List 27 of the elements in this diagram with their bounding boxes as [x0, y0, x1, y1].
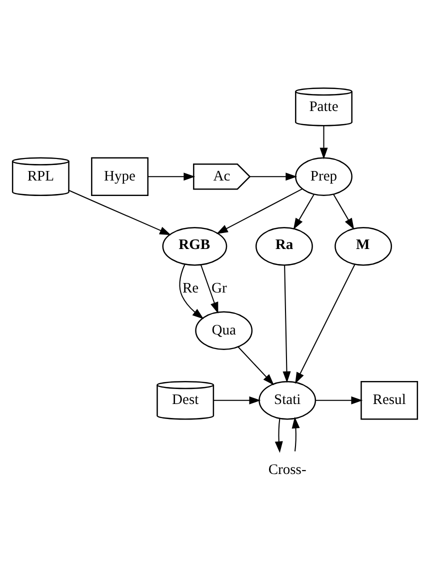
arrow — [293, 194, 314, 230]
arrow — [148, 172, 196, 181]
arrow — [179, 264, 204, 320]
arrow — [200, 264, 218, 314]
arrow — [333, 194, 354, 230]
node-ellipse: Stati — [258, 381, 316, 420]
arrow — [68, 190, 172, 236]
arrow — [274, 418, 283, 453]
node-box: Hype — [91, 157, 148, 196]
edge-label: Gr — [211, 280, 227, 296]
arrow — [250, 172, 298, 181]
arrow — [282, 265, 291, 383]
node-ellipse: Prep — [295, 157, 352, 196]
arrow — [238, 346, 274, 386]
node-ellipse: M — [334, 227, 392, 266]
arrow — [316, 396, 363, 404]
node-ellipse: Qua — [195, 311, 253, 350]
node-ellipse: RGB — [162, 227, 228, 266]
edge-label: Re — [182, 280, 199, 296]
node-ellipse: Ra — [255, 227, 313, 266]
arrow — [214, 396, 261, 404]
arrow — [292, 416, 300, 452]
node-text: Cross- — [268, 462, 306, 478]
arrow — [216, 188, 303, 234]
arrow — [320, 126, 328, 160]
node-box: Resul — [360, 381, 418, 420]
arrow — [295, 264, 356, 384]
